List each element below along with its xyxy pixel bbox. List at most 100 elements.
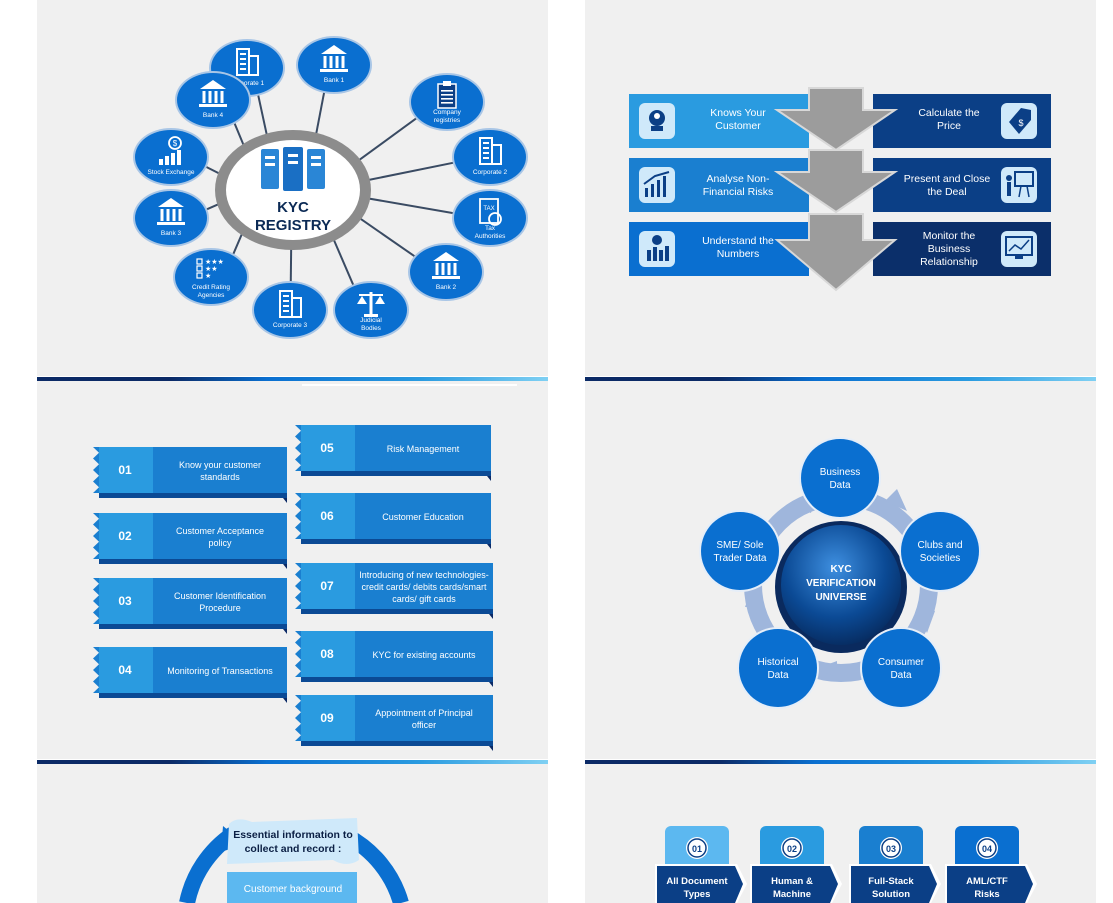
banner-text: Know your customer bbox=[179, 460, 261, 470]
policy-banner-04: 04 Monitoring of Transactions bbox=[93, 647, 287, 703]
registry-node-label: Bank 2 bbox=[436, 284, 457, 291]
banner-text: Monitoring of Transactions bbox=[167, 666, 273, 676]
info-column bbox=[227, 872, 357, 903]
step-title: Full-Stack bbox=[868, 876, 914, 887]
registry-node-label: Corporate 3 bbox=[273, 322, 308, 329]
universe-core bbox=[781, 525, 901, 645]
svg-text:Customer: Customer bbox=[715, 120, 761, 132]
scales-icon bbox=[357, 292, 385, 317]
svg-text:$: $ bbox=[173, 139, 178, 148]
banner-text: officer bbox=[412, 720, 436, 730]
banner-number: 05 bbox=[320, 441, 334, 455]
universe-node-label: Trader Data bbox=[714, 553, 767, 564]
policy-banner-05: 05 Risk Management bbox=[295, 425, 491, 481]
banner-text: Risk Management bbox=[387, 444, 460, 454]
registry-node-label: Bank 3 bbox=[161, 230, 182, 237]
step-title: Machine bbox=[773, 889, 811, 900]
banner-text: Introducing of new technologies- bbox=[359, 570, 489, 580]
money-chart-icon bbox=[647, 235, 669, 261]
step-title: Solution bbox=[872, 889, 910, 900]
universe-node-label: Business bbox=[820, 467, 861, 478]
building-icon bbox=[479, 137, 502, 165]
step-title: All Document bbox=[666, 876, 728, 887]
policy-banner-02: 02 Customer Acceptance policy bbox=[93, 513, 287, 569]
universe-node-label: Consumer bbox=[878, 657, 925, 668]
building-icon bbox=[279, 290, 302, 318]
title-ribbon bbox=[227, 818, 359, 864]
svg-text:Relationship: Relationship bbox=[920, 256, 978, 268]
svg-text:Knows Your: Knows Your bbox=[710, 107, 766, 119]
banner-number: 02 bbox=[118, 529, 132, 543]
universe-node-label: Data bbox=[829, 480, 851, 491]
registry-node-label: Corporate 2 bbox=[473, 169, 508, 176]
process-left-1: Knows Your Customer bbox=[629, 94, 809, 148]
svg-text:$: $ bbox=[1018, 118, 1023, 128]
banner-text: Customer Identification bbox=[174, 591, 266, 601]
step-title: AML/CTF bbox=[966, 876, 1008, 887]
slide-process: Knows Your Customer $ Calculate the Pric… bbox=[585, 0, 1096, 376]
bank-icon bbox=[157, 198, 185, 225]
registry-node-label: Corporate 1 bbox=[230, 80, 265, 87]
banner-text: Customer Education bbox=[382, 512, 464, 522]
svg-text:Understand the: Understand the bbox=[702, 235, 774, 247]
slide-divider bbox=[37, 377, 548, 381]
clipboard-icon bbox=[437, 81, 457, 109]
svg-text:Numbers: Numbers bbox=[717, 248, 760, 260]
svg-text:★★★: ★★★ bbox=[205, 258, 224, 266]
server-icon bbox=[261, 147, 325, 191]
universe-node-label: Data bbox=[890, 670, 912, 681]
registry-node-label: Bank 1 bbox=[324, 77, 345, 84]
universe-node-label: Data bbox=[767, 670, 789, 681]
price-tag-icon: $ bbox=[1009, 108, 1031, 134]
registry-title-line1: KYC bbox=[277, 199, 309, 216]
registry-node: Bank 3 bbox=[133, 189, 209, 247]
banner-number: 08 bbox=[320, 647, 334, 661]
building-icon bbox=[236, 48, 259, 76]
banner-text: standards bbox=[200, 472, 240, 482]
step-title: Types bbox=[684, 889, 711, 900]
svg-text:Essential information to: Essential information to bbox=[233, 829, 353, 841]
banner-number: 01 bbox=[118, 463, 132, 477]
process-right-3: Monitor the Business Relationship bbox=[873, 222, 1051, 276]
step-title: Risks bbox=[974, 889, 999, 900]
banner-number: 04 bbox=[118, 663, 132, 677]
banner-text: policy bbox=[208, 538, 232, 548]
banner-number: 03 bbox=[118, 594, 132, 608]
slide-essential-information: Essential information to collect and rec… bbox=[37, 764, 548, 903]
process-left-3: Understand the Numbers bbox=[629, 222, 809, 276]
customer-search-icon bbox=[649, 110, 665, 131]
svg-text:Business: Business bbox=[928, 243, 971, 255]
banner-text: KYC for existing accounts bbox=[372, 650, 476, 660]
universe-diagram: KYC VERIFICATION UNIVERSE BusinessDataCl… bbox=[699, 437, 981, 709]
registry-title-line2: REGISTRY bbox=[255, 217, 331, 234]
essential-diagram: Essential information to collect and rec… bbox=[179, 818, 409, 903]
registry-node: Bank 1 bbox=[296, 36, 372, 94]
process-right-2: Present and Close the Deal bbox=[873, 158, 1051, 212]
banner-text: cards/ gift cards bbox=[392, 594, 456, 604]
svg-text:UNIVERSE: UNIVERSE bbox=[815, 592, 866, 603]
banner-text: Customer Acceptance bbox=[176, 526, 264, 536]
banner-number: 09 bbox=[320, 711, 334, 725]
svg-text:Monitor the: Monitor the bbox=[923, 230, 976, 242]
svg-text:collect and record :: collect and record : bbox=[245, 843, 342, 855]
info-item-1: Customer background bbox=[244, 884, 342, 895]
svg-text:TAX: TAX bbox=[483, 206, 494, 212]
svg-text:KYC: KYC bbox=[830, 564, 851, 575]
step-number: 02 bbox=[787, 844, 797, 854]
step-title: Human & bbox=[771, 876, 813, 887]
policy-banner-08: 08 KYC for existing accounts bbox=[295, 631, 493, 687]
